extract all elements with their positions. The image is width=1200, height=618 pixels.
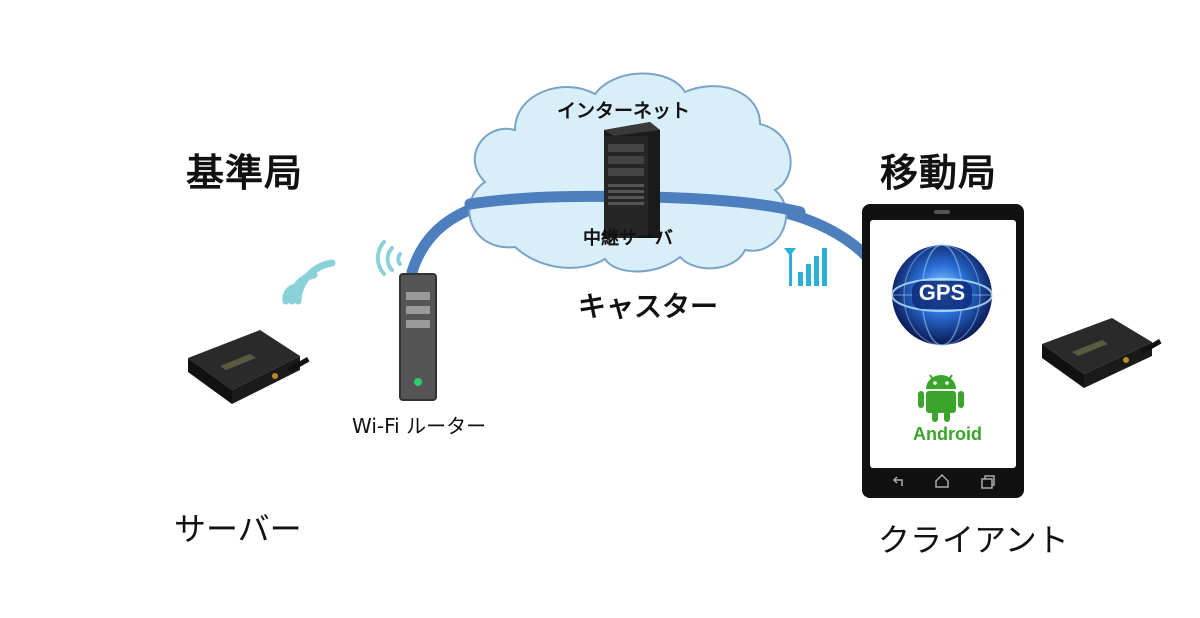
- recent-apps-icon[interactable]: [980, 474, 996, 490]
- base-station-title: 基準局: [186, 151, 304, 195]
- gps-globe: GPS: [890, 243, 994, 347]
- rover-title: 移動局: [880, 151, 998, 195]
- home-icon[interactable]: [934, 473, 950, 489]
- internet-label: インターネット: [557, 100, 691, 122]
- signal-bars-icon: [784, 248, 827, 286]
- server-tower-icon: [604, 122, 660, 238]
- server-role-label: サーバー: [174, 510, 302, 548]
- wifi-icon: [282, 259, 336, 305]
- gps-badge: GPS: [918, 280, 966, 305]
- android-label: Android: [913, 424, 982, 444]
- client-role-label: クライアント: [878, 521, 1069, 559]
- rover-gnss-receiver-icon: [1042, 318, 1162, 388]
- relay-server-label: 中継サーバ: [583, 228, 673, 249]
- gps-globe-icon: [891, 244, 993, 346]
- router-wifi-icon: [375, 240, 402, 276]
- caster-label: キャスター: [578, 290, 719, 323]
- router-label: Wi-Fi ルーター: [352, 414, 487, 438]
- router-icon: [399, 273, 437, 401]
- phone-speaker: [934, 210, 950, 214]
- gnss-receiver-icon: [188, 330, 310, 404]
- back-icon[interactable]: [890, 474, 906, 490]
- android-robot-icon: [918, 374, 964, 422]
